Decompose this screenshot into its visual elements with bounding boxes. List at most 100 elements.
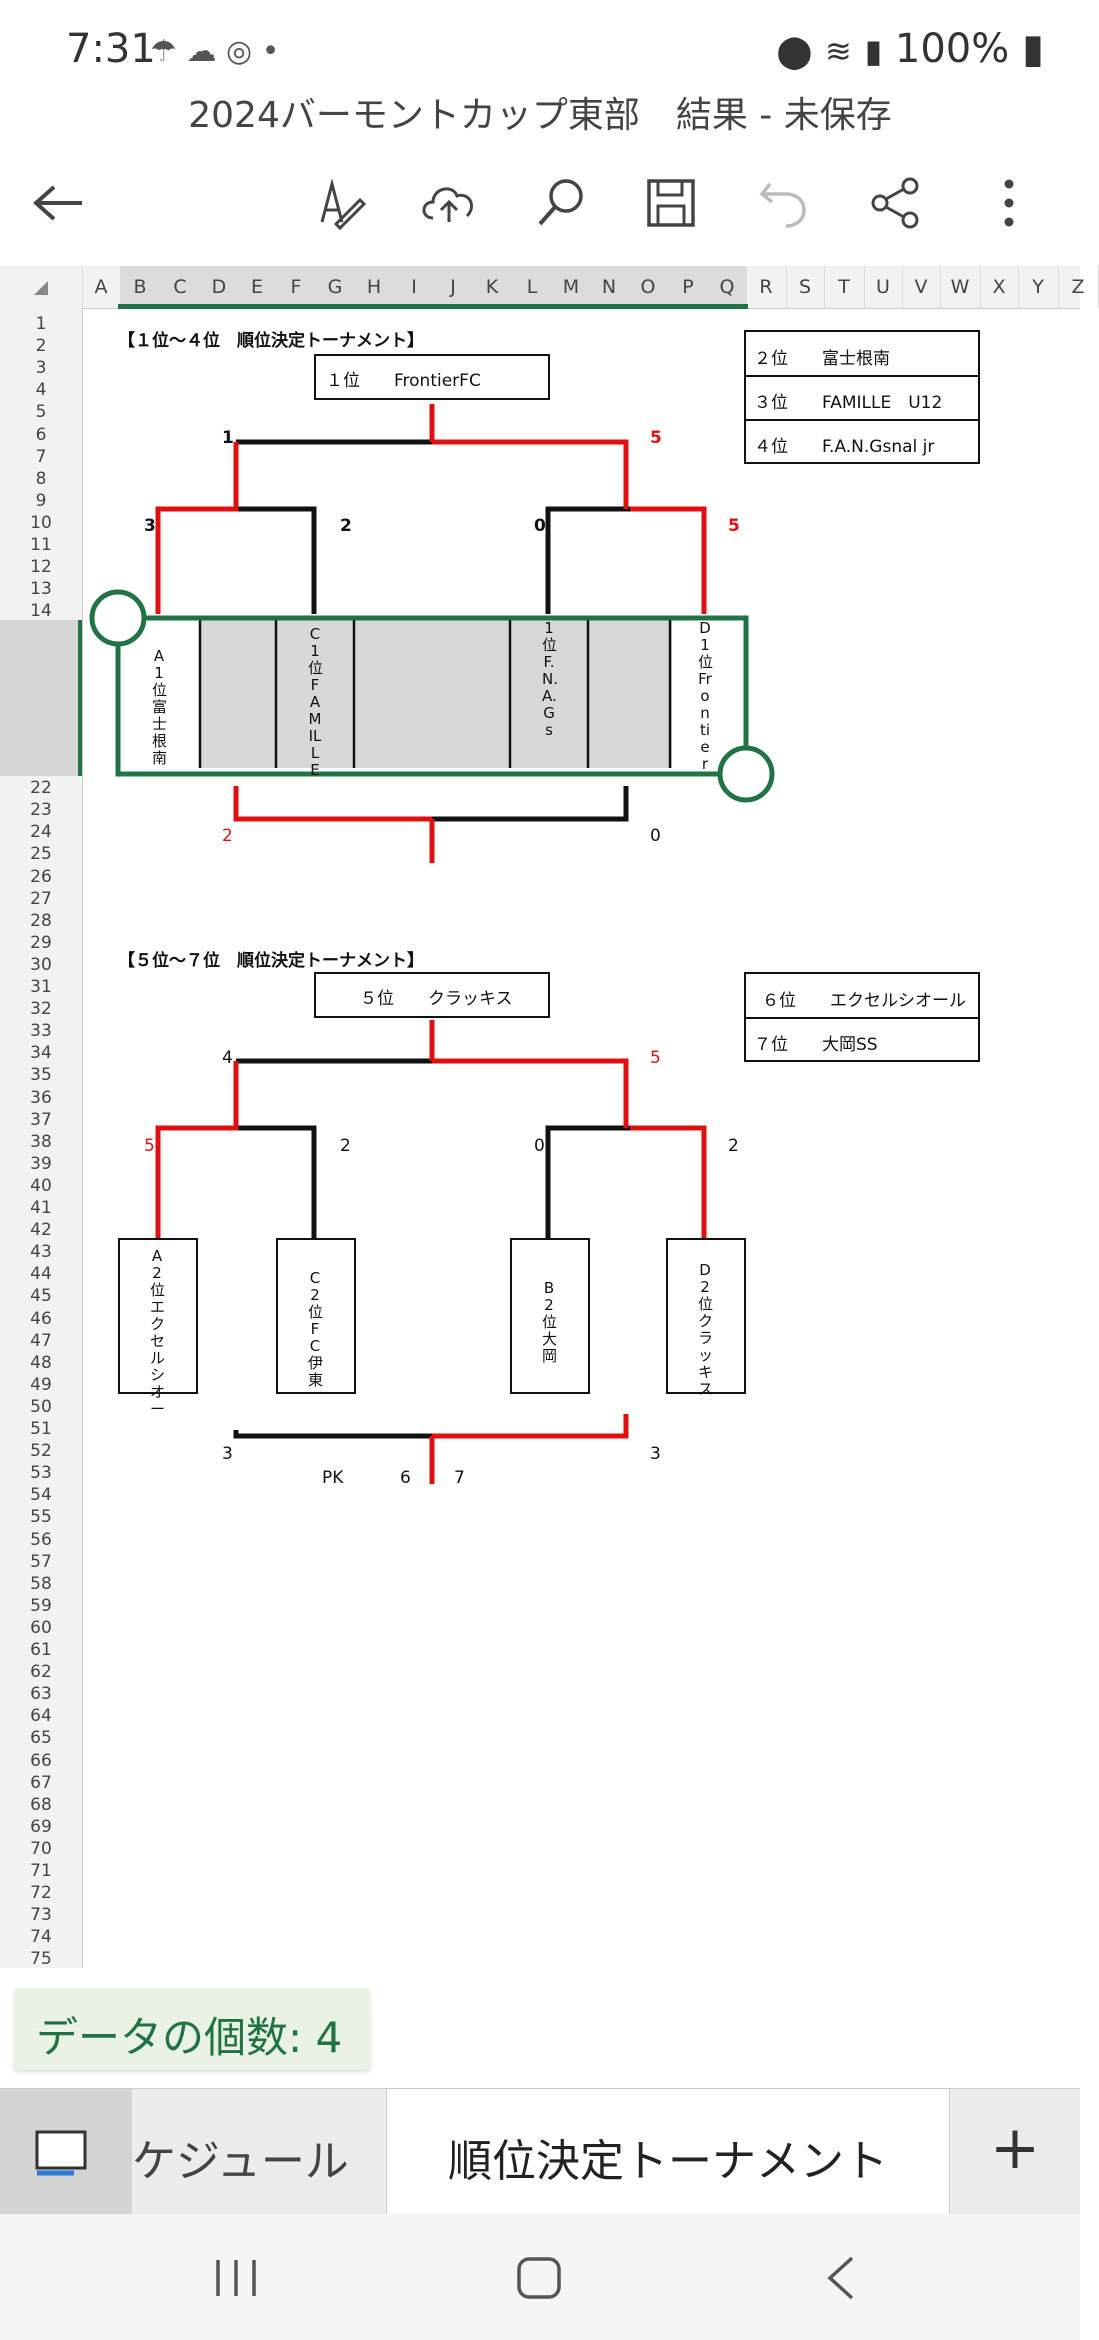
row-header-40[interactable]: 40 xyxy=(30,1175,52,1196)
cloud-upload-icon[interactable] xyxy=(414,168,484,238)
column-header-f[interactable]: F xyxy=(276,266,317,308)
row-header-70[interactable]: 70 xyxy=(30,1838,52,1859)
row-header-25[interactable]: 25 xyxy=(30,844,52,865)
row-header-74[interactable]: 74 xyxy=(30,1927,52,1948)
column-header-c[interactable]: C xyxy=(160,266,201,308)
row-header-72[interactable]: 72 xyxy=(30,1883,52,1904)
row-header-4[interactable]: 4 xyxy=(35,380,47,401)
count-status-chip[interactable]: データの個数: 4 xyxy=(14,1988,370,2070)
share-icon[interactable] xyxy=(860,168,930,238)
row-header-54[interactable]: 54 xyxy=(30,1485,52,1506)
row-header-7[interactable]: 7 xyxy=(35,446,47,467)
row-header-13[interactable]: 13 xyxy=(30,579,52,600)
row-header-60[interactable]: 60 xyxy=(30,1617,52,1638)
row-header-38[interactable]: 38 xyxy=(30,1131,52,1152)
row-header-31[interactable]: 31 xyxy=(30,977,52,997)
row-header-28[interactable]: 28 xyxy=(30,910,52,931)
column-header-w[interactable]: W xyxy=(940,266,981,308)
column-header-n[interactable]: N xyxy=(590,266,629,308)
row-header-62[interactable]: 62 xyxy=(30,1662,52,1683)
column-header-i[interactable]: I xyxy=(394,266,435,308)
tab-ranking-tournament[interactable]: 順位決定トーナメント xyxy=(386,2089,950,2215)
row-header-9[interactable]: 9 xyxy=(35,490,47,511)
column-header-t[interactable]: T xyxy=(824,266,865,308)
search-icon[interactable] xyxy=(526,168,596,238)
row-header-71[interactable]: 71 xyxy=(30,1861,52,1881)
row-header-36[interactable]: 36 xyxy=(30,1087,52,1108)
column-header-a[interactable]: A xyxy=(82,266,121,308)
add-sheet-button[interactable]: + xyxy=(950,2089,1080,2215)
row-header-61[interactable]: 61 xyxy=(30,1640,52,1660)
row-header-55[interactable]: 55 xyxy=(30,1507,52,1528)
row-header-53[interactable]: 53 xyxy=(30,1463,52,1484)
row-header-30[interactable]: 30 xyxy=(30,954,52,975)
column-header-s[interactable]: S xyxy=(786,266,825,308)
row-header-59[interactable]: 59 xyxy=(30,1595,52,1616)
row-header-66[interactable]: 66 xyxy=(30,1750,52,1771)
row-header-56[interactable]: 56 xyxy=(30,1529,52,1550)
row-header-1[interactable]: 1 xyxy=(35,314,47,334)
recent-apps-icon[interactable] xyxy=(214,2258,258,2298)
row-header-22[interactable]: 22 xyxy=(30,778,52,799)
row-header-63[interactable]: 63 xyxy=(30,1684,52,1705)
row-header-48[interactable]: 48 xyxy=(30,1352,52,1373)
row-header-39[interactable]: 39 xyxy=(30,1153,52,1174)
row-header-27[interactable]: 27 xyxy=(30,888,52,909)
home-icon[interactable] xyxy=(516,2256,562,2300)
row-header-58[interactable]: 58 xyxy=(30,1573,52,1594)
row-header-65[interactable]: 65 xyxy=(30,1728,52,1749)
row-header-14[interactable]: 14 xyxy=(30,601,52,622)
column-header-g[interactable]: G xyxy=(316,266,355,308)
column-header-e[interactable]: E xyxy=(238,266,277,308)
column-header-j[interactable]: J xyxy=(434,266,473,308)
save-icon[interactable] xyxy=(636,168,706,238)
row-header-52[interactable]: 52 xyxy=(30,1441,52,1462)
select-all-corner[interactable] xyxy=(0,266,83,308)
row-header-10[interactable]: 10 xyxy=(30,512,52,533)
row-header-67[interactable]: 67 xyxy=(30,1772,52,1793)
row-header-34[interactable]: 34 xyxy=(30,1043,52,1064)
row-header-37[interactable]: 37 xyxy=(30,1109,52,1130)
row-header-47[interactable]: 47 xyxy=(30,1330,52,1351)
column-header-h[interactable]: H xyxy=(354,266,395,308)
row-header-57[interactable]: 57 xyxy=(30,1551,52,1572)
column-header-m[interactable]: M xyxy=(552,266,591,308)
row-header-73[interactable]: 73 xyxy=(30,1905,52,1926)
row-header-11[interactable]: 11 xyxy=(30,535,52,555)
column-header-b[interactable]: B xyxy=(120,266,161,308)
tab-schedule[interactable]: ケジュール xyxy=(132,2089,384,2215)
row-header-75[interactable]: 75 xyxy=(30,1949,52,1970)
row-header-6[interactable]: 6 xyxy=(35,424,47,445)
column-header-d[interactable]: D xyxy=(200,266,239,308)
row-header-69[interactable]: 69 xyxy=(30,1816,52,1837)
row-header-12[interactable]: 12 xyxy=(30,557,52,578)
column-header-l[interactable]: L xyxy=(512,266,553,308)
column-header-r[interactable]: R xyxy=(746,266,787,308)
column-header-o[interactable]: O xyxy=(628,266,669,308)
row-header-50[interactable]: 50 xyxy=(30,1396,52,1417)
row-header-64[interactable]: 64 xyxy=(30,1706,52,1727)
back-arrow-icon[interactable] xyxy=(24,168,94,238)
pen-edit-icon[interactable] xyxy=(306,168,376,238)
row-header-49[interactable]: 49 xyxy=(30,1374,52,1395)
column-header-y[interactable]: Y xyxy=(1018,266,1059,308)
row-header-5[interactable]: 5 xyxy=(35,402,47,423)
column-header-k[interactable]: K xyxy=(472,266,513,308)
row-header-68[interactable]: 68 xyxy=(30,1794,52,1815)
undo-icon[interactable] xyxy=(748,168,818,238)
row-header-42[interactable]: 42 xyxy=(30,1220,52,1241)
row-header-26[interactable]: 26 xyxy=(30,866,52,887)
row-header-35[interactable]: 35 xyxy=(30,1065,52,1086)
sheet-list-button[interactable] xyxy=(0,2089,132,2215)
column-header-v[interactable]: V xyxy=(902,266,941,308)
column-header-u[interactable]: U xyxy=(864,266,903,308)
column-header-p[interactable]: P xyxy=(668,266,709,308)
row-header-3[interactable]: 3 xyxy=(35,358,47,379)
nav-back-icon[interactable] xyxy=(826,2256,856,2300)
more-options-icon[interactable] xyxy=(974,168,1044,238)
row-header-8[interactable]: 8 xyxy=(35,468,47,489)
row-header-29[interactable]: 29 xyxy=(30,932,52,953)
row-header-24[interactable]: 24 xyxy=(30,822,52,843)
column-header-z[interactable]: Z xyxy=(1058,266,1099,308)
row-header-51[interactable]: 51 xyxy=(30,1419,52,1439)
